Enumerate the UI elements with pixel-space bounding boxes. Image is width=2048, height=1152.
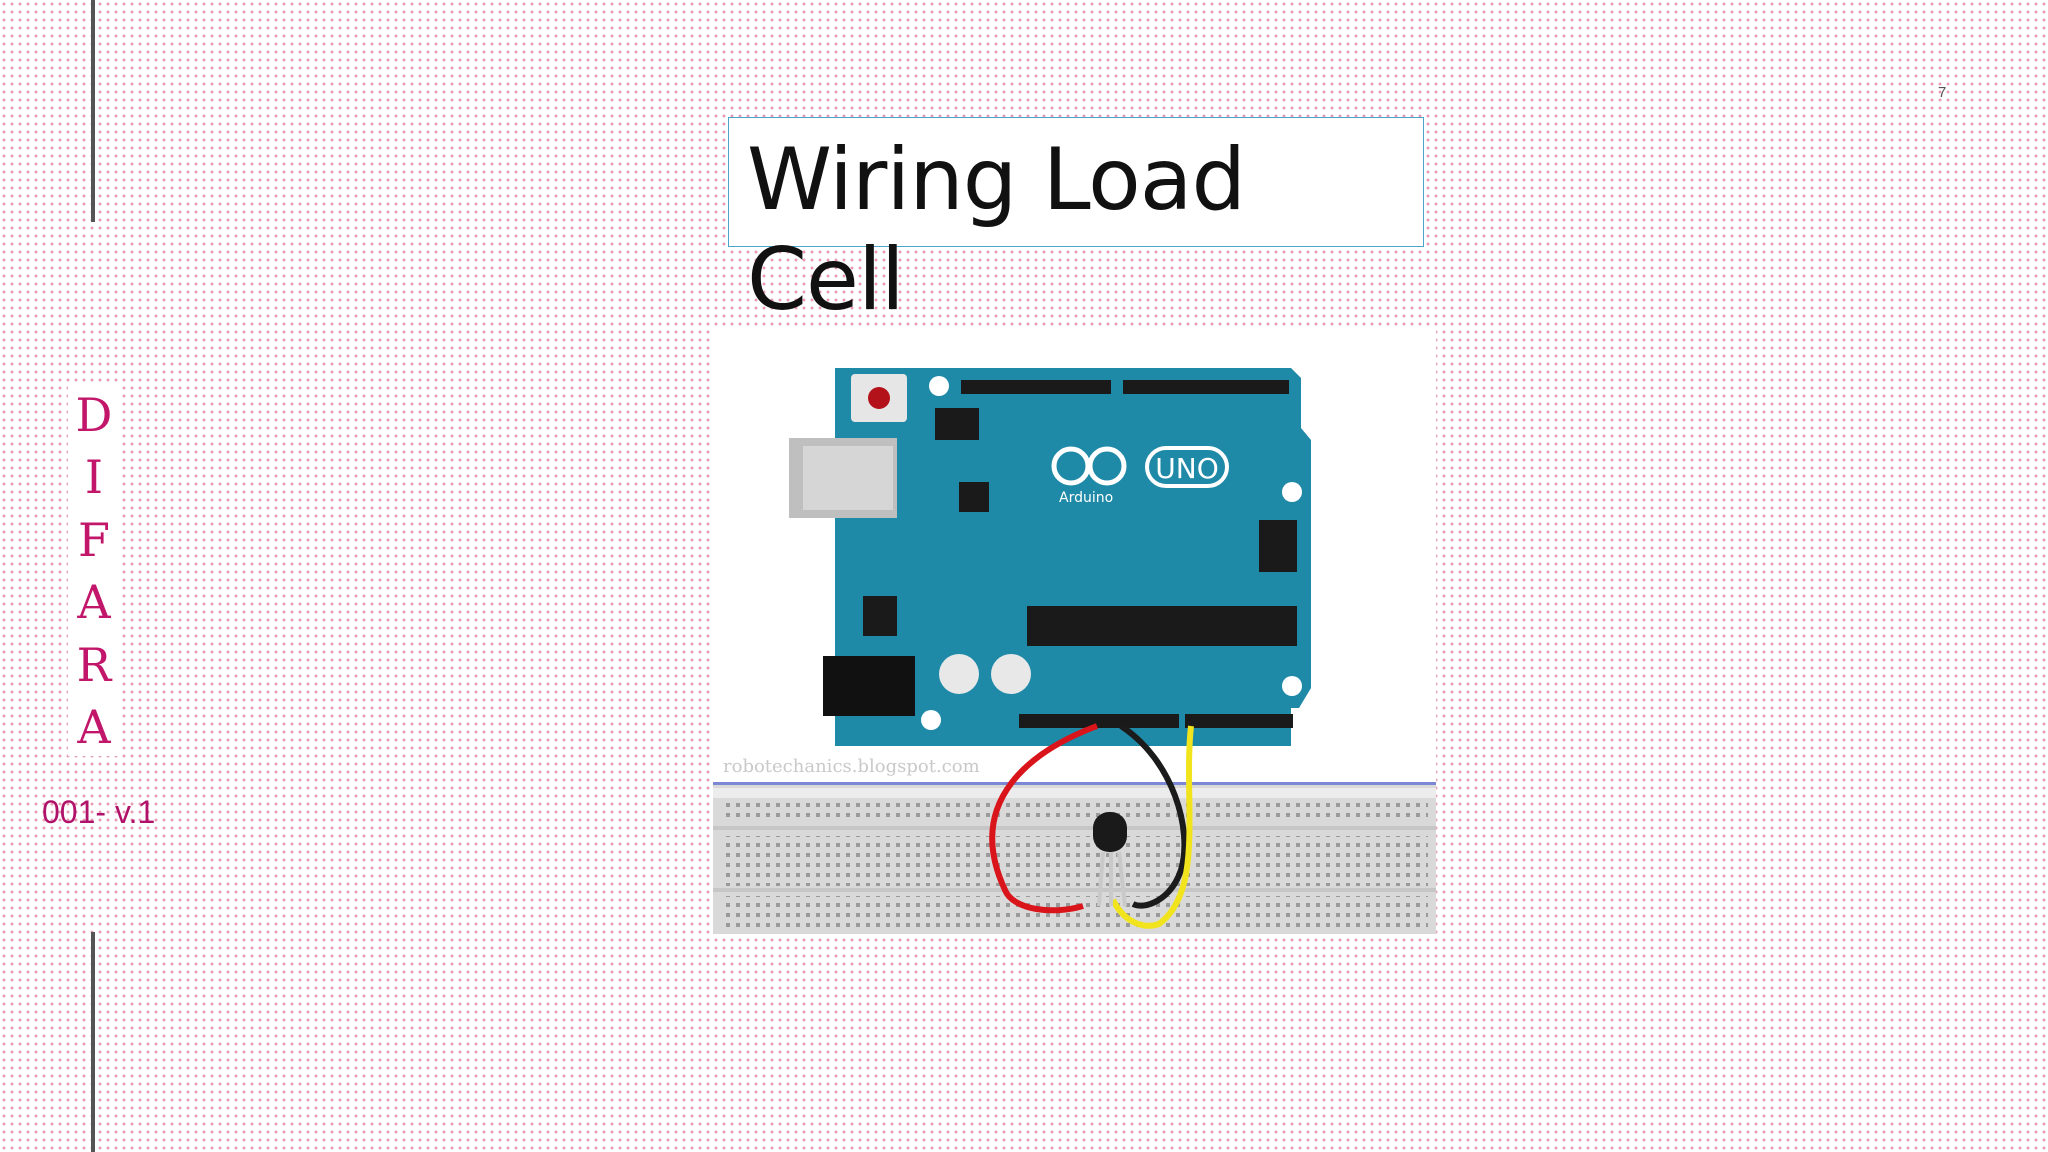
board-logo-text: UNO <box>1155 452 1218 485</box>
arduino-breadboard-illustration: UNO Arduino robotechanics.blogspot.com <box>713 368 1436 934</box>
side-letter: I <box>84 450 104 505</box>
yellow-wire <box>1110 725 1194 929</box>
side-letter: R <box>76 637 112 692</box>
power-jack-icon <box>823 656 915 716</box>
side-letter: A <box>77 699 111 754</box>
slide-title: Wiring Load Cell <box>747 130 1246 330</box>
arduino-uno-board: UNO Arduino <box>789 368 1311 746</box>
decorative-vertical-line-bottom <box>91 932 95 1152</box>
side-letter: F <box>78 512 110 567</box>
black-wire <box>1119 723 1188 909</box>
microcontroller-chip-icon <box>1027 606 1297 646</box>
watermark-text: robotechanics.blogspot.com <box>723 756 980 777</box>
decorative-vertical-line-top <box>91 0 95 222</box>
wiring-diagram-image[interactable]: UNO Arduino robotechanics.blogspot.com <box>713 330 1436 937</box>
board-brand-text: Arduino <box>1059 490 1113 506</box>
side-vertical-label: D I F A R A <box>68 386 120 756</box>
page-number: 7 <box>1938 84 1947 101</box>
side-letter: D <box>75 388 113 442</box>
version-label: 001- v.1 <box>42 794 156 830</box>
red-wire <box>989 723 1099 914</box>
side-letter: A <box>77 575 111 630</box>
title-textbox[interactable]: Wiring Load Cell <box>728 117 1424 330</box>
jumper-wires <box>989 723 1194 929</box>
arduino-logo-icon: UNO Arduino <box>1051 446 1229 506</box>
sensor-component-icon <box>1093 812 1127 907</box>
breadboard <box>713 782 1436 934</box>
